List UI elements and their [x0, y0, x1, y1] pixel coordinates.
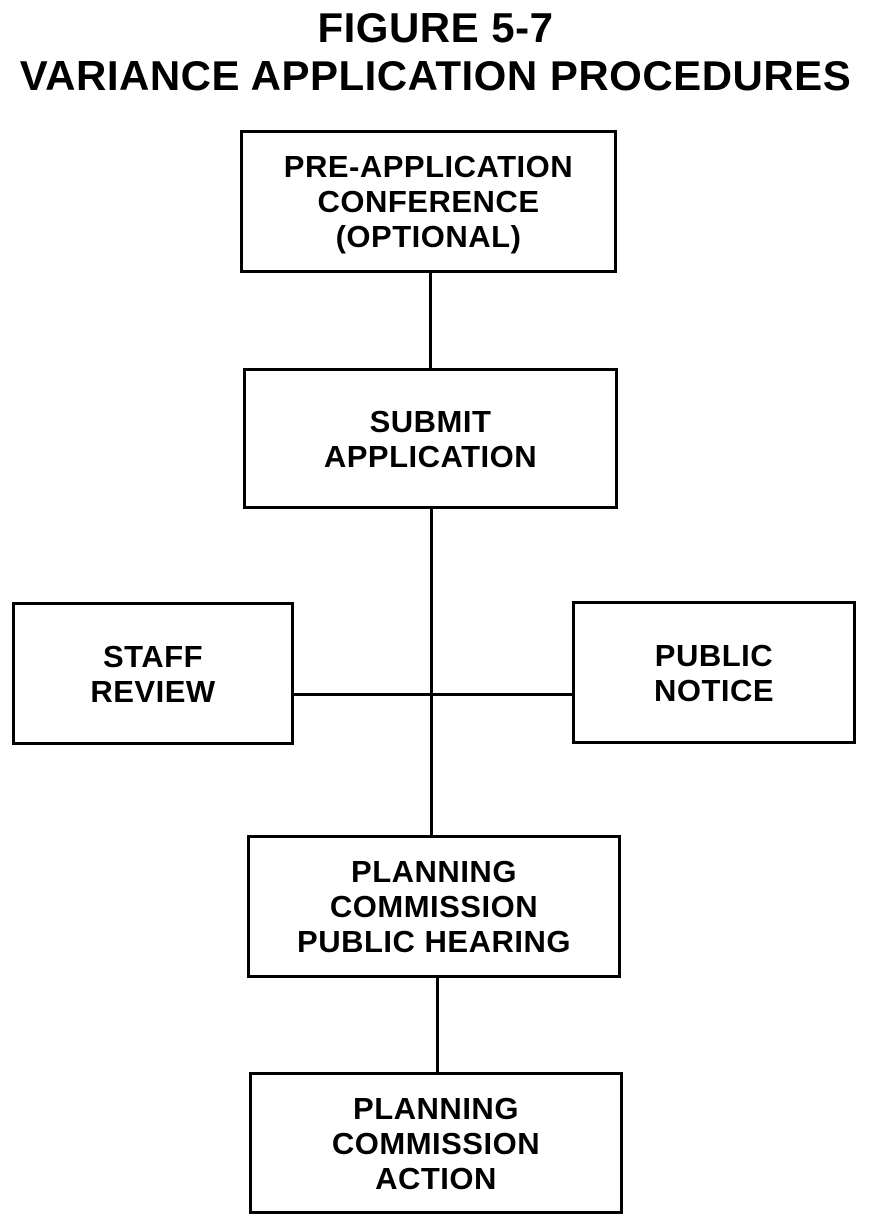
node-planning-commission-public-hearing: PLANNING COMMISSION PUBLIC HEARING — [247, 835, 621, 978]
node-submit-application-label: SUBMIT APPLICATION — [323, 403, 538, 474]
node-planning-commission-public-hearing-label: PLANNING COMMISSION PUBLIC HEARING — [297, 854, 571, 959]
node-pre-application-conference: PRE-APPLICATION CONFERENCE (OPTIONAL) — [240, 130, 617, 273]
node-staff-review-label: STAFF REVIEW — [90, 638, 216, 709]
node-planning-commission-action-label: PLANNING COMMISSION ACTION — [331, 1090, 541, 1196]
connector-submit-to-hearing — [430, 507, 433, 836]
node-public-notice-label: PUBLIC NOTICE — [653, 637, 775, 708]
node-public-notice: PUBLIC NOTICE — [572, 601, 856, 744]
node-pre-application-conference-label: PRE-APPLICATION CONFERENCE (OPTIONAL) — [283, 149, 574, 254]
node-submit-application: SUBMIT APPLICATION — [243, 368, 618, 509]
connector-staff-to-notice — [292, 693, 574, 696]
connector-pre-to-submit — [429, 271, 432, 369]
figure-title: FIGURE 5-7 VARIANCE APPLICATION PROCEDUR… — [0, 4, 871, 100]
node-staff-review: STAFF REVIEW — [12, 602, 294, 745]
connector-hearing-to-action — [436, 976, 439, 1073]
node-planning-commission-action: PLANNING COMMISSION ACTION — [249, 1072, 623, 1214]
figure-title-line1: FIGURE 5-7 — [317, 4, 554, 51]
figure-title-line2: VARIANCE APPLICATION PROCEDURES — [19, 52, 852, 99]
